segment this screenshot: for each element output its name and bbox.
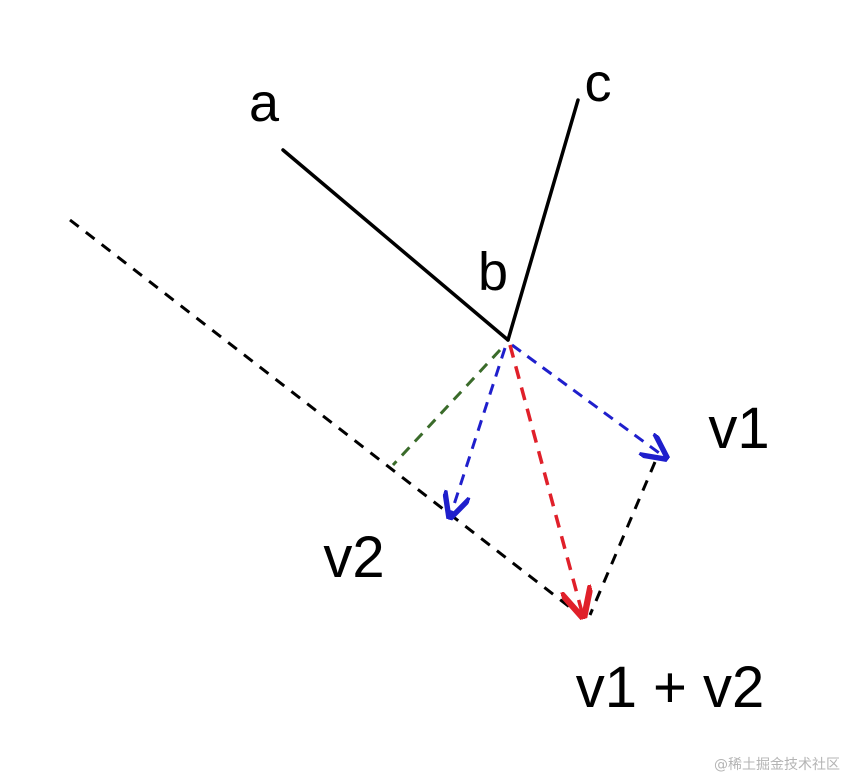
- segment-ab: [281, 148, 510, 342]
- v1-arrow: [511, 343, 666, 458]
- label-v1-plus-v2: v1 + v2: [576, 655, 765, 720]
- label-a: a: [249, 73, 280, 133]
- dashed-parallelogram-edge: [588, 461, 657, 616]
- watermark: @稀土掘金技术社区: [714, 757, 840, 773]
- segment-bc: [506, 98, 580, 342]
- v2-arrow: [450, 347, 507, 517]
- dashed-extension-line: [69, 218, 581, 617]
- label-v2: v2: [323, 525, 384, 590]
- sum-arrow: [508, 344, 583, 616]
- projection-line: [391, 348, 502, 467]
- label-c: c: [585, 53, 612, 113]
- label-v1: v1: [708, 396, 769, 461]
- label-b: b: [478, 242, 508, 302]
